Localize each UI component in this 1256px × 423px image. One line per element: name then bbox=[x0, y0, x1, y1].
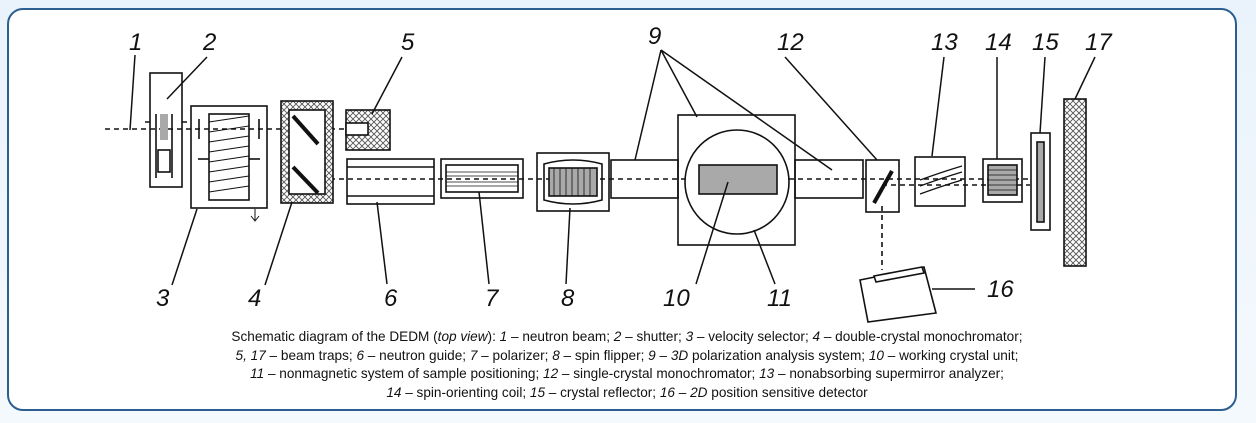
caption-item-text: – single-crystal monochromator; bbox=[558, 366, 760, 381]
caption-item-text: – neutron beam; bbox=[507, 329, 614, 344]
caption-item-num: 10 bbox=[868, 347, 884, 363]
leader-lines bbox=[129, 49, 1096, 290]
label-10: 10 bbox=[663, 285, 690, 312]
caption-item-num: 2 bbox=[613, 329, 622, 344]
caption-item-num: 1 bbox=[499, 329, 508, 344]
caption-item-text: – working crystal unit; bbox=[883, 347, 1019, 363]
caption-item-num: 15 bbox=[529, 384, 546, 400]
beam-trap-17 bbox=[1063, 98, 1087, 267]
dedm-schematic: 1 2 3 4 5 6 7 8 9 10 11 12 13 14 15 17 1… bbox=[105, 23, 1113, 323]
label-13: 13 bbox=[931, 29, 958, 56]
working-crystal-unit bbox=[698, 164, 778, 195]
caption-item-text: – bbox=[655, 347, 671, 363]
caption-item-num: 8 bbox=[552, 347, 560, 363]
crystal-reflector bbox=[1030, 132, 1051, 231]
label-15: 15 bbox=[1032, 29, 1059, 56]
label-11: 11 bbox=[767, 285, 792, 312]
caption-item-num: 7 bbox=[469, 347, 478, 363]
label-14: 14 bbox=[985, 29, 1012, 56]
label-1: 1 bbox=[129, 29, 142, 56]
caption-item-num: 5, 17 bbox=[235, 347, 266, 363]
caption-item-text: – spin-orienting coil; bbox=[401, 384, 530, 400]
single-crystal-monochromator bbox=[865, 159, 900, 213]
caption-item-text: position sensitive detector bbox=[707, 384, 868, 400]
caption-item-text: – nonabsorbing supermirror analyzer; bbox=[774, 366, 1004, 381]
polarizer bbox=[440, 158, 524, 199]
caption-item-num: 13 bbox=[759, 366, 775, 381]
figure-caption: Schematic diagram of the DEDM (top view)… bbox=[127, 328, 1127, 402]
caption-item-num: 4 bbox=[812, 329, 821, 344]
caption-item-num: 6 bbox=[356, 347, 365, 363]
caption-item-text: polarization analysis system; bbox=[688, 347, 869, 363]
caption-lead-emphasis: top view bbox=[437, 329, 488, 344]
diagram-frame: 1 2 3 4 5 6 7 8 9 10 11 12 13 14 15 17 1… bbox=[7, 8, 1237, 411]
caption-item-text: – bbox=[674, 384, 691, 400]
label-8: 8 bbox=[561, 285, 575, 312]
caption-lead: Schematic diagram of the DEDM ( bbox=[231, 329, 438, 344]
caption-item-text: – neutron guide; bbox=[364, 347, 470, 363]
label-6: 6 bbox=[384, 285, 398, 312]
spin-orienting-coil bbox=[982, 158, 1023, 203]
caption-item-text: – beam traps; bbox=[265, 347, 357, 363]
caption-item-num: 9 bbox=[648, 347, 656, 363]
label-5: 5 bbox=[401, 29, 415, 56]
beam-trap-5 bbox=[345, 109, 391, 151]
caption-item-num: 3 bbox=[685, 329, 694, 344]
caption-item-num: 11 bbox=[250, 366, 265, 381]
component-number-labels: 1 2 3 4 5 6 7 8 9 10 11 12 13 14 15 17 1… bbox=[129, 23, 1113, 312]
double-crystal-monochromator bbox=[280, 100, 334, 204]
caption-item-num: 2D bbox=[690, 384, 708, 400]
label-3: 3 bbox=[156, 285, 170, 312]
caption-item-text: – crystal reflector; bbox=[545, 384, 660, 400]
label-12: 12 bbox=[777, 29, 804, 56]
caption-item-text: – nonmagnetic system of sample positioni… bbox=[264, 366, 544, 381]
caption-item-text: – shutter; bbox=[621, 329, 686, 344]
caption-item-text: – double-crystal monochromator; bbox=[820, 329, 1023, 344]
velocity-selector bbox=[190, 105, 268, 222]
label-7: 7 bbox=[485, 285, 500, 312]
label-16: 16 bbox=[987, 276, 1014, 303]
caption-item-text: – velocity selector; bbox=[693, 329, 813, 344]
caption-item-num: 16 bbox=[659, 384, 675, 400]
position-sensitive-detector bbox=[859, 266, 938, 323]
label-4: 4 bbox=[248, 285, 261, 312]
caption-item-text: – spin flipper; bbox=[559, 347, 649, 363]
label-2: 2 bbox=[202, 29, 216, 56]
caption-lead-close: ): bbox=[487, 329, 500, 344]
neutron-guide bbox=[346, 158, 435, 205]
caption-item-num: 3D bbox=[670, 347, 689, 363]
caption-item-num: 12 bbox=[543, 366, 559, 381]
caption-item-num: 14 bbox=[386, 384, 402, 400]
supermirror-analyzer bbox=[914, 156, 966, 207]
label-17: 17 bbox=[1085, 29, 1113, 56]
spin-flipper bbox=[536, 152, 610, 212]
caption-item-text: – polarizer; bbox=[477, 347, 553, 363]
polarization-analysis-system bbox=[610, 114, 864, 246]
label-9: 9 bbox=[648, 23, 661, 50]
shutter bbox=[145, 72, 187, 188]
